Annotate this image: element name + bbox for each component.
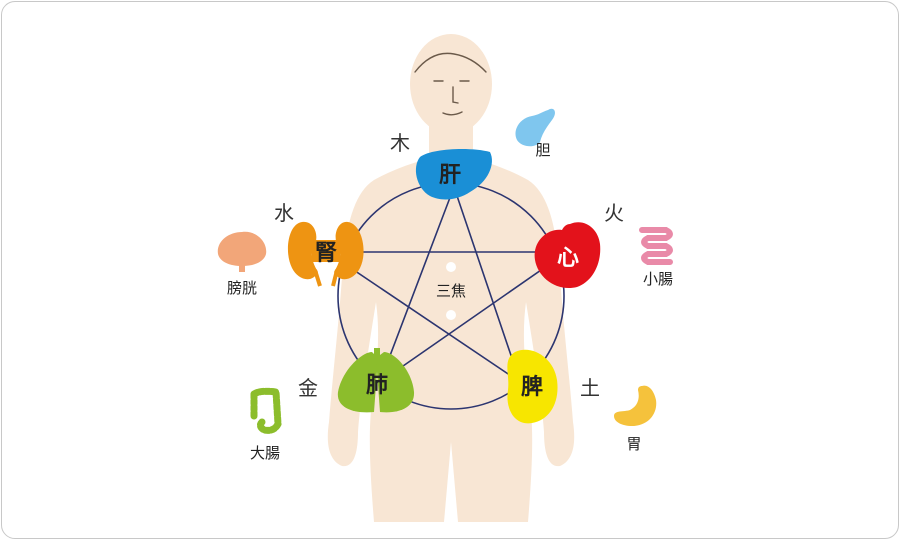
heart-label: 心	[557, 246, 579, 271]
liver-label: 肝	[439, 163, 461, 188]
element-wood-label: 木	[390, 131, 410, 155]
bladder-icon	[217, 231, 267, 272]
element-fire-label: 火	[604, 201, 624, 225]
face-features	[414, 52, 487, 116]
small-intestine-label: 小腸	[643, 270, 673, 288]
gallbladder-icon	[515, 108, 555, 147]
spleen-label: 脾	[521, 375, 543, 400]
stomach-icon	[614, 385, 657, 426]
heart-organ: 心	[534, 222, 601, 289]
large-intestine-label: 大腸	[250, 444, 280, 462]
large-intestine-icon	[250, 387, 282, 434]
liver-organ: 肝	[415, 149, 492, 200]
kidney-organ: 腎	[287, 221, 364, 287]
bladder-label: 膀胱	[227, 279, 257, 297]
element-earth-label: 土	[580, 376, 600, 400]
center-dots	[446, 262, 456, 320]
lung-label: 肺	[366, 373, 388, 398]
triple-burner-label: 三焦	[436, 282, 466, 300]
kidney-label: 腎	[315, 241, 337, 266]
spleen-organ: 脾	[507, 349, 558, 424]
gallbladder-label: 胆	[535, 141, 550, 159]
human-body-silhouette	[327, 34, 575, 522]
small-intestine-icon	[639, 227, 673, 265]
lung-organ: 肺	[337, 348, 415, 413]
element-metal-label: 金	[298, 376, 318, 400]
element-water-label: 水	[274, 201, 294, 225]
controlling-cycle-pentagram	[326, 186, 568, 383]
stomach-label: 胃	[626, 435, 641, 453]
